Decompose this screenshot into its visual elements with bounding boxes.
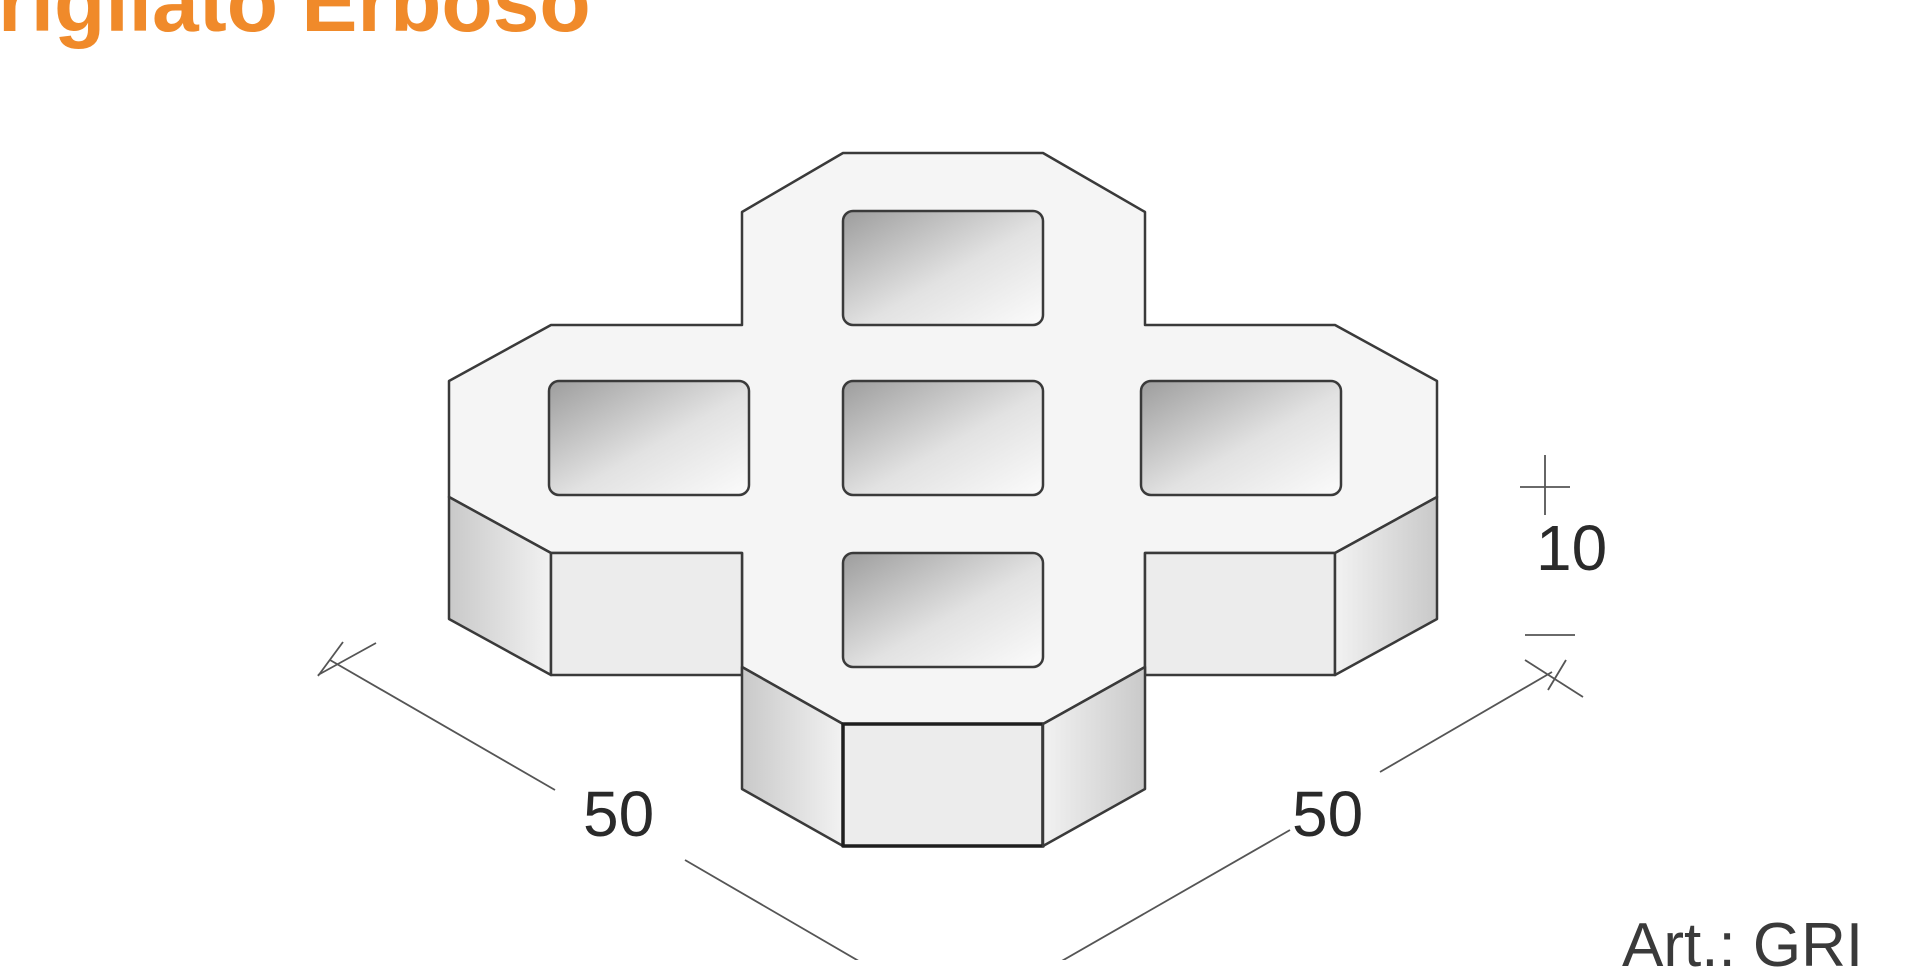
grass-hole-center [841, 379, 1045, 497]
grass-hole-right [1139, 379, 1343, 497]
paver-bottom-front [841, 722, 1045, 848]
dimension-line-left-a [329, 659, 556, 791]
dimension-label-height: 10 [1536, 512, 1607, 584]
grass-hole-bottom [841, 551, 1045, 669]
paver-technical-drawing: 50 50 10 [317, 151, 1607, 960]
dimension-tick-left-b [317, 641, 344, 677]
dimension-line-right-b [1061, 829, 1291, 960]
dimension-line-left-b [684, 859, 859, 960]
dimension-tick-left-a [317, 642, 377, 676]
dimension-lines [317, 455, 1584, 960]
paver-right-side [1333, 495, 1439, 677]
dimension-label-right: 50 [1292, 778, 1363, 850]
grass-hole-top [841, 209, 1045, 327]
article-code: Art.: GRI [1622, 911, 1864, 980]
grass-holes [547, 209, 1343, 669]
product-title: rigliato Erboso [0, 0, 591, 49]
paver-left-front [549, 551, 744, 677]
dimension-label-left: 50 [583, 778, 654, 850]
paver-bottom-right-side [1041, 665, 1147, 848]
dimension-tick-right-b [1547, 659, 1567, 691]
dimension-line-right-a [1379, 671, 1553, 773]
grass-hole-left [547, 379, 751, 497]
paver-right-front [1143, 551, 1337, 677]
